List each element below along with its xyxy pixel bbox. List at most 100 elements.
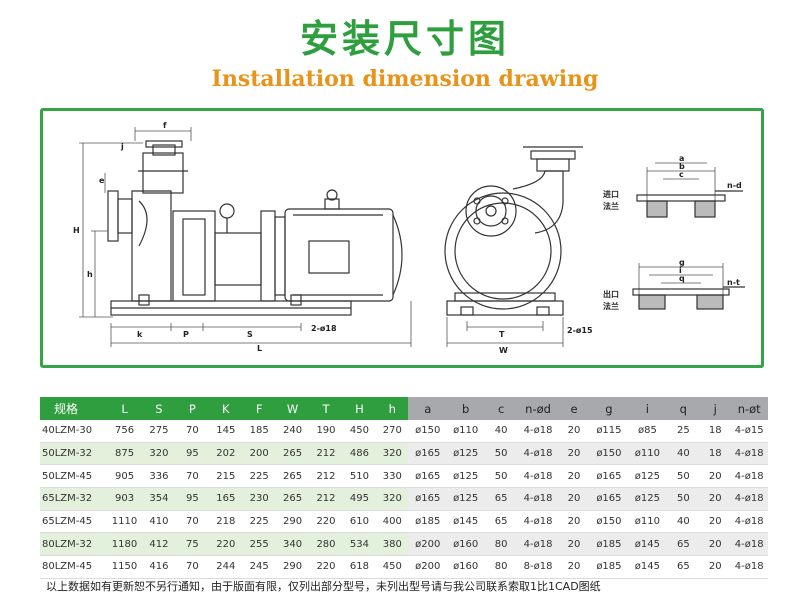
- table-cell: 340: [275, 532, 310, 557]
- label-inlet-2: 法兰: [603, 201, 619, 211]
- label-q: q: [679, 274, 685, 283]
- table-cell: 265: [275, 464, 310, 489]
- table-header-cell: H: [342, 397, 377, 420]
- table-cell: 510: [342, 464, 377, 489]
- label-T: T: [499, 330, 505, 339]
- table-cell: 218: [209, 510, 243, 534]
- table-cell: 70: [175, 420, 210, 443]
- label-L: L: [257, 344, 262, 353]
- footnote: 以上数据如有更新恕不另行通知，由于版面有限，仅列出部分型号，未列出型号请与我公司…: [46, 580, 601, 593]
- label-g: g: [679, 258, 685, 267]
- table-cell: ø165: [408, 464, 447, 489]
- label-inlet-1: 进口: [603, 189, 619, 199]
- table-cell: 240: [275, 420, 310, 443]
- table-cell: 410: [142, 510, 176, 534]
- table-cell: 903: [106, 487, 143, 511]
- table-cell: 486: [342, 442, 377, 466]
- table-cell: ø200: [408, 532, 447, 557]
- table-cell: 270: [376, 420, 409, 443]
- table-cell: ø125: [446, 487, 485, 511]
- table-cell: 95: [175, 487, 210, 511]
- table-cell: ø165: [589, 464, 629, 489]
- table-cell: 20: [700, 487, 731, 511]
- table-cell: 245: [242, 555, 276, 579]
- table-cell: 756: [106, 420, 143, 443]
- table-header-cell: n-ød: [517, 397, 559, 420]
- table-cell: 65: [484, 487, 518, 511]
- table-cell: 320: [142, 442, 176, 466]
- table-cell: 65LZM-32: [40, 487, 107, 511]
- table-cell: ø200: [408, 555, 447, 579]
- table-cell: 244: [209, 555, 243, 579]
- table-cell: ø185: [589, 532, 629, 557]
- table-header-cell: W: [275, 397, 310, 420]
- table-cell: 220: [209, 532, 243, 557]
- table-cell: 65: [484, 510, 518, 534]
- table-cell: 4-ø18: [517, 487, 559, 511]
- installation-drawing: f j e H h k P S L 2-ø18 T W 2-ø15 a b c …: [73, 121, 745, 355]
- table-cell: 20: [558, 532, 590, 557]
- table-cell: 190: [309, 420, 343, 443]
- table-cell: 1110: [106, 510, 143, 534]
- table-cell: 20: [700, 510, 731, 534]
- table-cell: 50: [666, 464, 701, 489]
- table-cell: 145: [209, 420, 243, 443]
- table-cell: 65: [666, 532, 701, 557]
- table-cell: 18: [700, 420, 731, 443]
- table-cell: 495: [342, 487, 377, 511]
- table-cell: 70: [175, 510, 210, 534]
- table-cell: 50LZM-45: [40, 464, 107, 489]
- label-c: c: [679, 170, 684, 179]
- table-cell: ø110: [446, 420, 485, 443]
- table-cell: 212: [309, 487, 343, 511]
- label-i: i: [679, 266, 682, 275]
- table-cell: ø185: [589, 555, 629, 579]
- table-cell: 265: [275, 487, 310, 511]
- label-e: e: [99, 176, 105, 185]
- table-cell: ø125: [446, 464, 485, 489]
- table-cell: 20: [558, 420, 590, 443]
- table-header-cell: g: [589, 397, 629, 420]
- table-header-cell: P: [175, 397, 210, 420]
- table-cell: 40LZM-30: [40, 420, 107, 443]
- table-cell: 336: [142, 464, 176, 489]
- side-dimension-lines: [79, 127, 412, 347]
- table-cell: 320: [376, 487, 409, 511]
- table-cell: 220: [309, 510, 343, 534]
- table-cell: 450: [342, 420, 377, 443]
- table-cell: 412: [142, 532, 176, 557]
- label-j: j: [120, 142, 124, 151]
- table-cell: 4-ø18: [517, 510, 559, 534]
- table-header-cell: F: [242, 397, 276, 420]
- table-cell: 80LZM-45: [40, 555, 107, 579]
- table-header-cell: e: [558, 397, 590, 420]
- table-cell: 4-ø18: [517, 532, 559, 557]
- table-header-cell: a: [408, 397, 447, 420]
- table-cell: ø145: [446, 510, 485, 534]
- table-cell: 4-ø18: [730, 555, 768, 579]
- table-cell: 215: [209, 464, 243, 489]
- table-cell: 265: [275, 442, 310, 466]
- table-cell: 225: [242, 510, 276, 534]
- table-cell: 70: [175, 464, 210, 489]
- table-cell: 4-ø18: [517, 442, 559, 466]
- table-cell: 212: [309, 442, 343, 466]
- table-cell: 20: [700, 464, 731, 489]
- label-k: k: [137, 330, 143, 339]
- table-header-cell: 规格: [40, 397, 107, 420]
- table-cell: ø110: [628, 442, 667, 466]
- table-cell: 20: [558, 464, 590, 489]
- table-cell: 50: [666, 487, 701, 511]
- table-header-cell: i: [628, 397, 667, 420]
- table-cell: ø125: [628, 464, 667, 489]
- table-cell: 40: [666, 442, 701, 466]
- table-cell: 50LZM-32: [40, 442, 107, 466]
- label-outlet-1: 出口: [603, 289, 619, 299]
